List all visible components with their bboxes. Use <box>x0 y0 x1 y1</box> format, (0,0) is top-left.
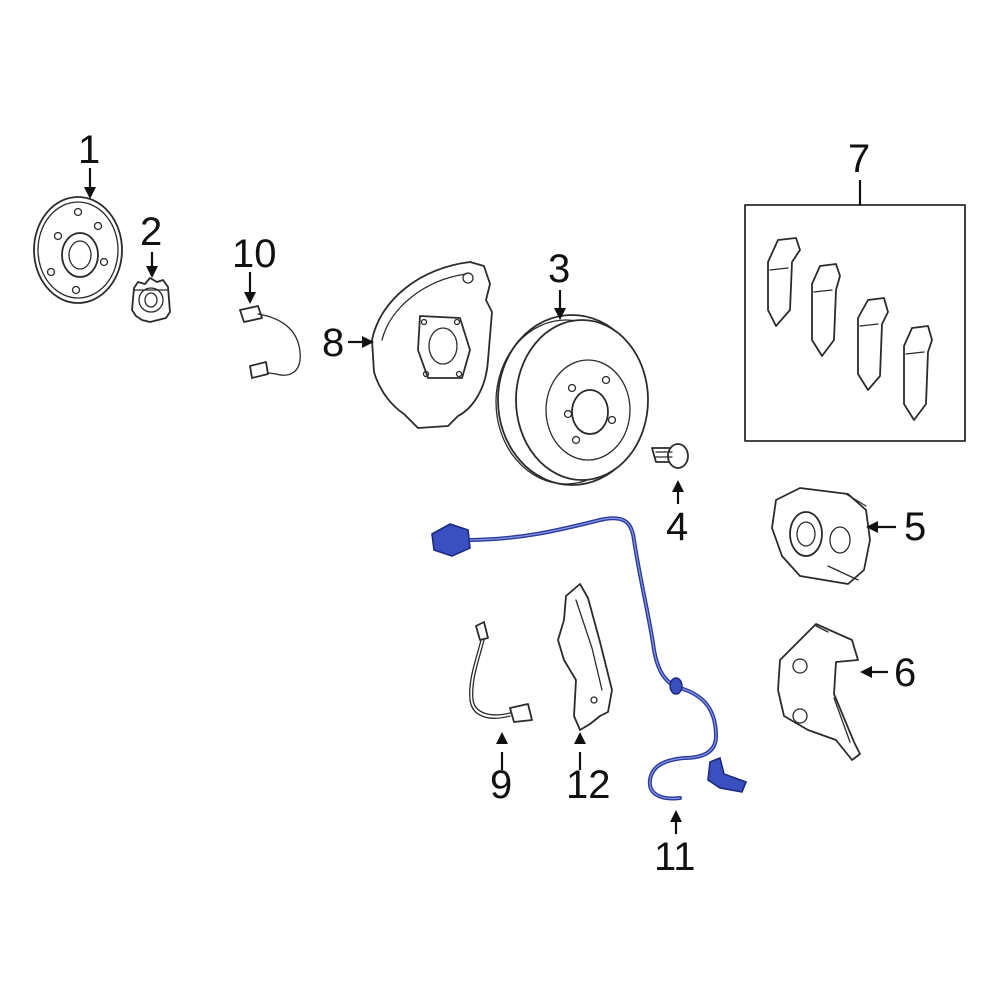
callout-9: 9 <box>490 763 512 807</box>
callout-3: 3 <box>548 247 570 291</box>
part-7-brake-pads[interactable] <box>767 237 933 421</box>
callout-2-arrow <box>146 252 158 278</box>
part-1-wheel-hub[interactable] <box>33 196 123 304</box>
callout-1-arrow <box>84 168 96 199</box>
part-9-brake-hose[interactable] <box>469 621 533 723</box>
callout-2: 2 <box>140 210 162 254</box>
callout-9-arrow <box>496 732 508 770</box>
callout-5: 5 <box>904 505 926 549</box>
part-5-caliper[interactable] <box>771 487 871 585</box>
callout-11-arrow <box>670 810 682 834</box>
callout-6-arrow <box>860 666 888 678</box>
callout-10-arrow <box>244 272 256 304</box>
callout-7: 7 <box>848 137 870 181</box>
callout-6: 6 <box>894 651 916 695</box>
callout-3-arrow <box>554 290 566 320</box>
callout-8: 8 <box>322 321 344 365</box>
callout-4-arrow <box>672 480 684 504</box>
part-2-hub-nut[interactable] <box>131 277 171 323</box>
callout-12: 12 <box>566 763 611 807</box>
callout-10: 10 <box>232 232 277 276</box>
callout-5-arrow <box>866 521 896 533</box>
part-12-bracket[interactable] <box>557 583 613 731</box>
callout-8-arrow <box>348 336 374 348</box>
part-8-splash-shield[interactable] <box>371 261 493 429</box>
part-11-abs-sensor[interactable] <box>431 516 748 801</box>
part-10-wear-sensor[interactable] <box>239 305 301 379</box>
callout-11: 11 <box>654 835 696 879</box>
part-3-brake-rotor[interactable] <box>495 314 649 486</box>
part-6-caliper-bracket[interactable] <box>777 623 861 761</box>
callout-12-arrow <box>574 732 586 770</box>
callout-4: 4 <box>666 505 688 549</box>
callout-1: 1 <box>78 128 100 172</box>
part-4-bolt[interactable] <box>651 443 689 469</box>
